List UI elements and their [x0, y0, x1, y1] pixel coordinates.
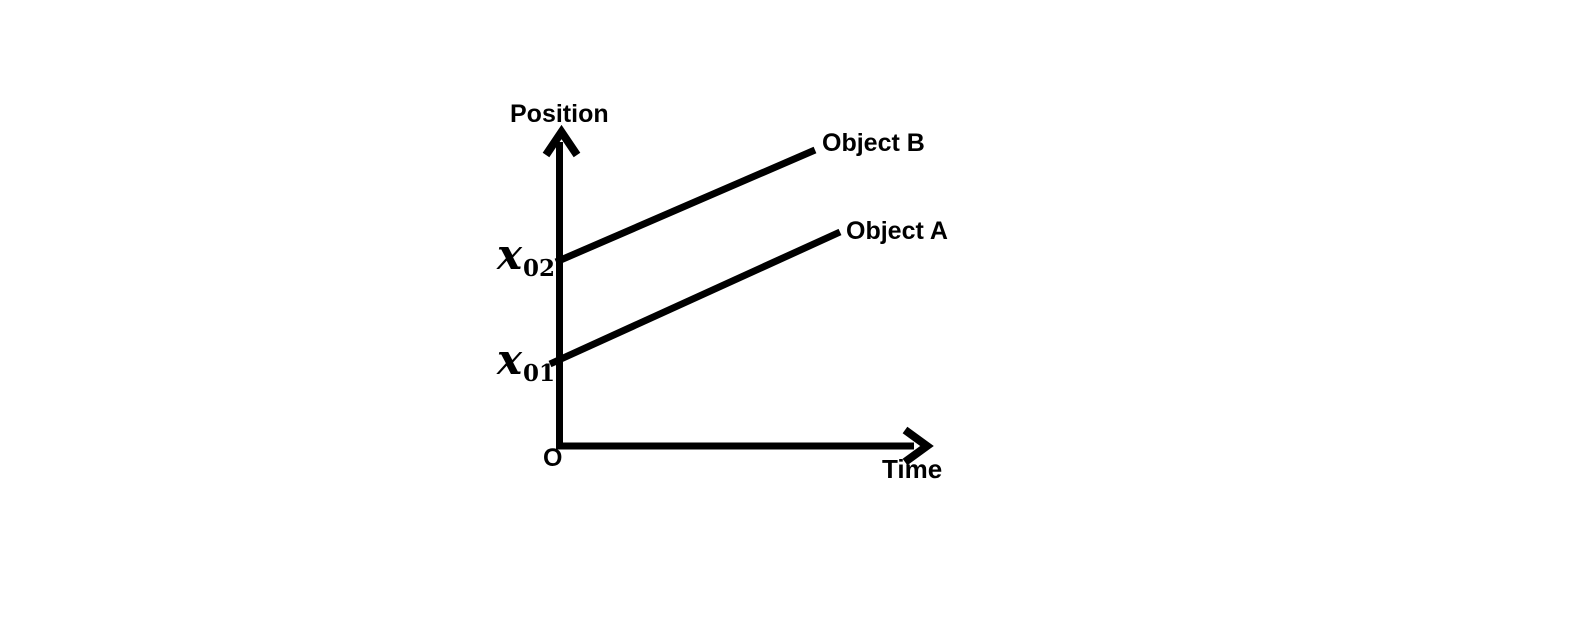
x02-variable: x	[496, 230, 522, 279]
x02-subscript: 02	[522, 255, 555, 282]
origin-label: O	[543, 444, 563, 472]
x-axis-arrowhead-icon	[902, 426, 934, 466]
object-b-line	[554, 146, 817, 266]
x01-intercept-label: x 01	[496, 335, 555, 386]
object-b-label: Object B	[822, 129, 925, 157]
x02-intercept-label: x 02	[496, 230, 555, 281]
x01-subscript: 01	[522, 360, 555, 387]
y-axis-arrowhead-icon	[542, 124, 581, 158]
object-a-label: Object A	[846, 217, 948, 245]
x01-variable: x	[496, 335, 522, 384]
x-axis-label: Time	[882, 454, 943, 484]
y-axis-label: Position	[510, 100, 609, 128]
object-a-line	[548, 228, 842, 368]
